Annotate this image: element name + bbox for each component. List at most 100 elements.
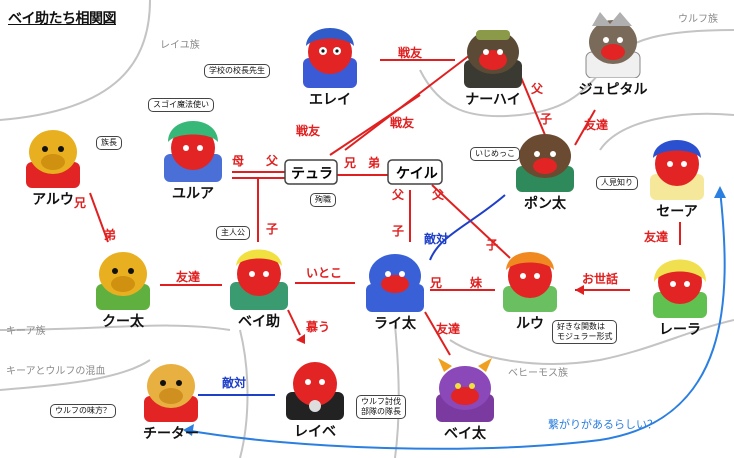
keiru-name[interactable]: ケイル — [396, 166, 438, 182]
rel-kuta-beisuke: 友達 — [176, 270, 201, 284]
character-sea[interactable]: セーア — [632, 130, 722, 222]
rel-raita-child: 子 — [392, 224, 405, 238]
region-kia: キーア族 — [6, 326, 46, 337]
yurua-name: ユルア — [172, 186, 214, 202]
beita-portrait — [436, 358, 494, 422]
rera-portrait — [653, 259, 707, 318]
character-jupital[interactable]: ジュピタル — [568, 8, 658, 100]
note-erei: 学校の校長先生 — [204, 64, 270, 78]
rel-beisuke-reibe: 慕う — [306, 320, 331, 334]
character-beisuke[interactable]: ベイ助 — [214, 240, 304, 332]
note-reibe-line1: ウルフ討伐 — [361, 397, 401, 406]
rel-chita-reibe: 敵対 — [222, 376, 247, 390]
character-reibe[interactable]: レイベ — [270, 350, 360, 442]
note-beisuke: 主人公 — [216, 226, 250, 240]
character-ponta[interactable]: ポン太 — [500, 122, 590, 214]
beita-name: ベイ太 — [444, 426, 486, 442]
character-ruu[interactable]: ルウ — [485, 242, 575, 334]
rel-raita-brother: 兄 — [430, 276, 443, 290]
chita-name: チーター — [143, 426, 199, 442]
line-jupital-ponta — [574, 109, 596, 146]
line-raita-beita — [424, 311, 451, 356]
note-reibe: ウルフ討伐部隊の隊長 — [356, 395, 406, 419]
rel-nahai-tera: 戦友 — [390, 116, 415, 130]
ruu-portrait — [503, 252, 557, 312]
note-chita: ウルフの味方？ — [50, 404, 116, 418]
note-reibe-line2: 部隊の隊長 — [361, 407, 401, 416]
rel-jupital-ponta: 友達 — [584, 118, 609, 132]
ponta-portrait — [516, 134, 574, 192]
character-aruu[interactable]: アルウ — [8, 118, 98, 210]
rel-ponta-child: 子 — [540, 112, 553, 126]
ruu-name: ルウ — [516, 316, 544, 332]
tera-box — [284, 159, 338, 185]
yurua-portrait — [164, 121, 222, 182]
reibe-name: レイベ — [294, 424, 336, 440]
rel-rera-ruu: お世話 — [582, 272, 619, 286]
note-ponta: いじめっこ — [470, 147, 520, 161]
kuta-portrait — [96, 252, 150, 310]
region-reyu: レイユ族 — [160, 40, 200, 51]
rel-raita-beita: 友達 — [436, 322, 461, 336]
character-rera[interactable]: レーラ — [635, 248, 725, 340]
note-ruu: 好きな関数はモジュラー形式 — [552, 320, 618, 344]
rel-erei-nahai: 戦友 — [398, 46, 423, 60]
note-ruu-line2: モジュラー形式 — [557, 332, 613, 341]
arrow-rera-ruu — [575, 285, 584, 295]
kuta-name: クー太 — [102, 314, 144, 330]
erei-portrait — [303, 28, 357, 88]
rel-yurua-mother: 母 — [232, 154, 245, 168]
ponta-name: ポン太 — [524, 196, 566, 212]
beisuke-name: ベイ助 — [238, 314, 280, 330]
character-beita[interactable]: ベイ太 — [420, 352, 510, 444]
character-kuta[interactable]: クー太 — [78, 240, 168, 332]
character-raita[interactable]: ライ太 — [350, 242, 440, 334]
boundary-mixed-lower — [0, 359, 151, 391]
region-wolf: ウルフ族 — [678, 14, 718, 25]
tera-name[interactable]: テュラ — [291, 166, 333, 182]
beisuke-portrait — [230, 249, 288, 310]
character-erei[interactable]: エレイ — [285, 18, 375, 110]
rel-ponta-raita: 敵対 — [424, 232, 449, 246]
rel-tera-father: 父 — [266, 154, 279, 168]
note-aruu: 族長 — [96, 136, 122, 150]
rel-sea-rera: 友達 — [644, 230, 669, 244]
note-tera: 殉職 — [310, 193, 336, 207]
chita-portrait — [144, 364, 198, 422]
rera-name: レーラ — [659, 322, 701, 338]
line-nahai-tera — [344, 54, 471, 151]
raita-name: ライ太 — [374, 316, 416, 332]
sea-portrait — [650, 140, 704, 200]
note-yurua: スゴイ魔法使い — [148, 98, 214, 112]
raita-portrait — [366, 254, 424, 312]
rel-nahai-father: 父 — [531, 82, 544, 96]
sea-name: セーア — [656, 204, 698, 220]
character-chita[interactable]: チーター — [126, 352, 216, 444]
boundary-raita — [394, 324, 400, 458]
character-yurua[interactable]: ユルア — [148, 112, 238, 204]
rel-keiru-younger: 弟 — [368, 156, 381, 170]
page-title: ベイ助たち相関図 — [8, 11, 117, 27]
jupital-name: ジュピタル — [578, 82, 648, 98]
rel-kuta-younger: 弟 — [104, 228, 117, 242]
rel-beisuke-child: 子 — [266, 222, 279, 236]
boundary-reyu-kia — [0, 0, 151, 121]
region-kia-wolf: キーアとウルフの混血 — [6, 366, 106, 377]
hint-connector — [184, 189, 726, 450]
boundary-wolf — [419, 29, 734, 118]
region-behemoth: ベヒーモス族 — [508, 368, 568, 379]
character-nahai[interactable]: ナーハイ — [448, 18, 538, 110]
aruu-name: アルウ — [32, 192, 74, 208]
rel-beisuke-raita: いとこ — [306, 266, 343, 280]
boundary-behemoth — [449, 319, 734, 365]
relation-lines — [89, 54, 681, 356]
note-sea: 人見知り — [596, 176, 638, 190]
reibe-portrait — [286, 362, 344, 420]
line-ponta-raita — [429, 194, 506, 261]
rel-keiru-father-1: 父 — [392, 188, 405, 202]
rel-ruu-child: 子 — [486, 238, 499, 252]
erei-name: エレイ — [309, 92, 351, 108]
rel-aruu-brother: 兄 — [74, 196, 87, 210]
hint-arrowhead-top — [714, 186, 726, 198]
